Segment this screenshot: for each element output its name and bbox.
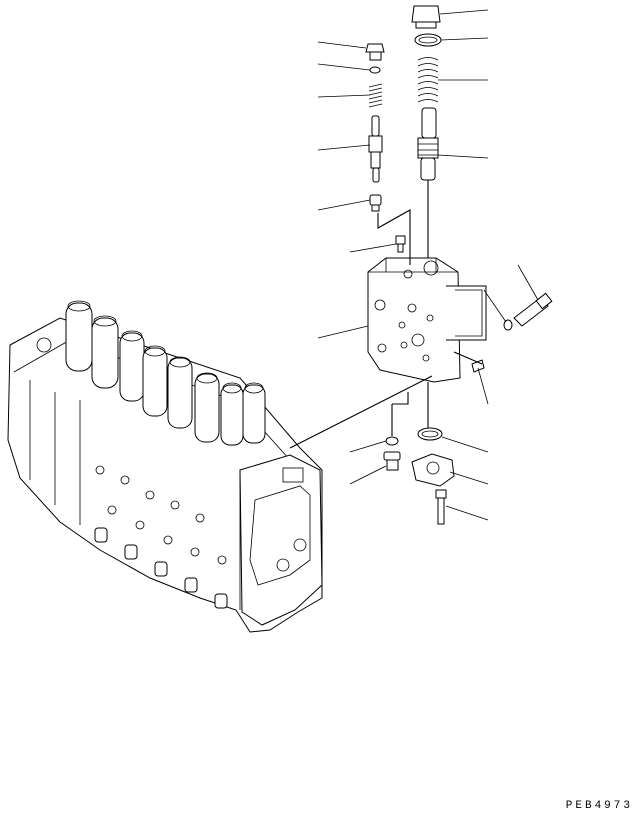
leader-lines (317, 9, 539, 521)
valve-section-block (367, 257, 487, 383)
right-parts-stack (411, 5, 442, 181)
control-valve-assembly (7, 300, 323, 633)
assembly-lines (289, 180, 483, 449)
lower-parts (383, 427, 455, 525)
drawing-reference-code: PEB4973 (565, 800, 633, 812)
left-parts-stack (365, 43, 406, 253)
bolt-and-washer (503, 292, 553, 331)
